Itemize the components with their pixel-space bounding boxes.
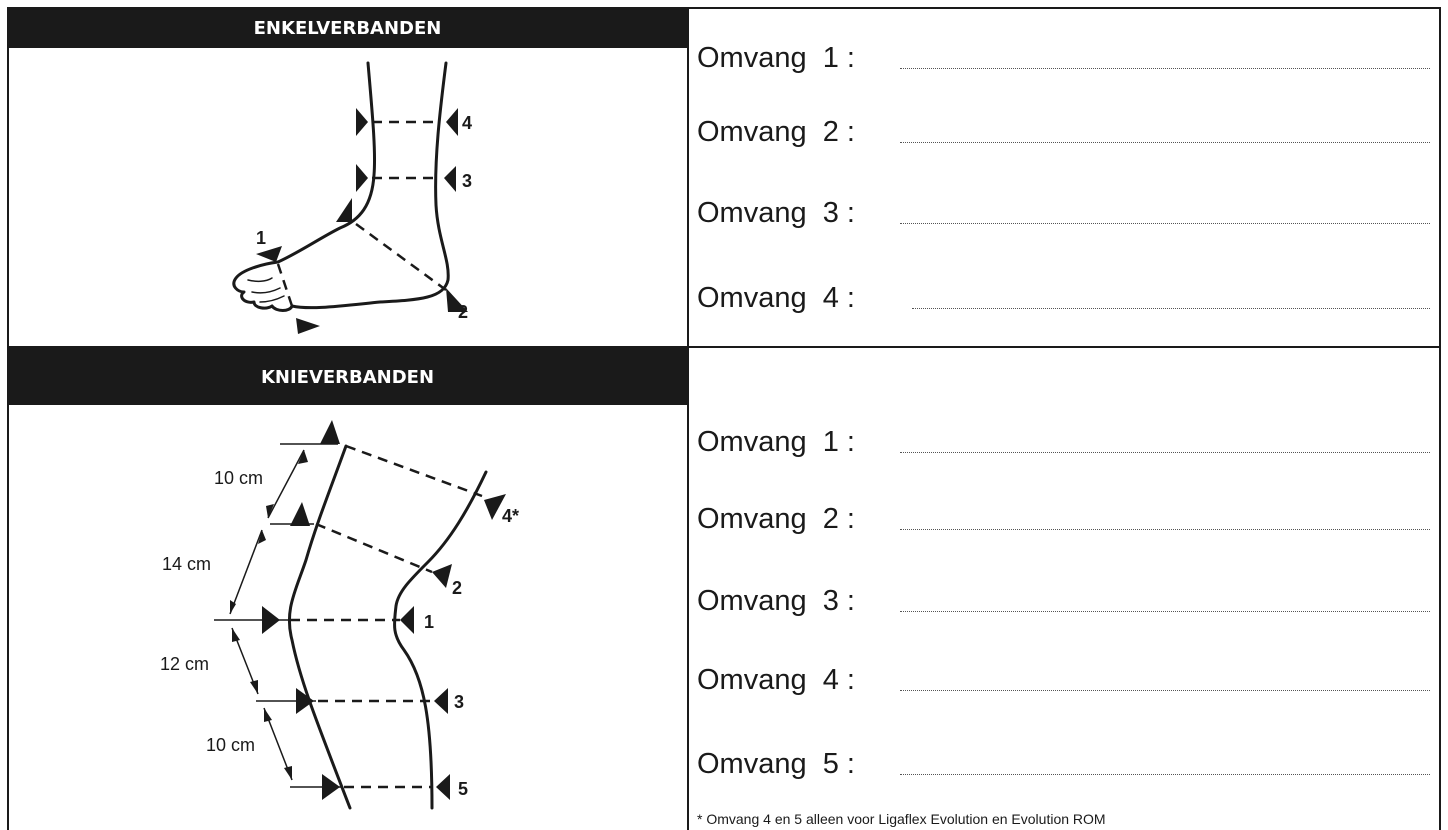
frame-left <box>7 7 9 830</box>
knee-distance-4: 10 cm <box>206 735 255 755</box>
knee-leg-back-outline <box>392 470 488 810</box>
knee-arrow-left-5 <box>322 774 340 800</box>
ankle-measurement-2-line[interactable] <box>900 141 1430 143</box>
knee-measurement-3-label: Omvang 3 : <box>697 585 855 617</box>
knee-marker-4: 4* <box>502 506 519 526</box>
knee-arrow-top-2 <box>290 502 310 526</box>
ankle-marker-4: 4 <box>462 113 472 133</box>
knee-diagram: 10 cm 14 cm 12 cm 10 cm 4* 2 1 3 5 <box>160 420 519 810</box>
ankle-measurement-3-line[interactable] <box>900 222 1430 224</box>
knee-footnote: * Omvang 4 en 5 alleen voor Ligaflex Evo… <box>697 811 1106 827</box>
knee-measurement-3[interactable]: Omvang 3 : <box>697 580 1430 620</box>
ankle-measurement-1[interactable]: Omvang 1 : <box>697 37 1430 77</box>
ankle-arrow-2 <box>446 288 468 312</box>
knee-measurement-5-line[interactable] <box>900 773 1430 775</box>
ankle-leg-front-outline <box>276 61 377 264</box>
ankle-leg-back-outline <box>290 61 450 310</box>
ankle-measurement-4-label: Omvang 4 : <box>697 282 855 314</box>
ankle-toes-outline <box>232 260 294 312</box>
ankle-arrow-3-right <box>444 166 456 192</box>
ankle-arrow-4-left <box>356 108 368 136</box>
knee-arrow-2 <box>432 564 452 588</box>
ankle-marker-2: 2 <box>458 302 468 322</box>
knee-measurement-1-line[interactable] <box>900 451 1430 453</box>
ankle-arrow-3-left <box>356 164 368 192</box>
knee-section-header: KNIEVERBANDEN <box>8 347 687 405</box>
knee-distance-2: 14 cm <box>162 554 211 574</box>
ankle-arrow-sole <box>296 318 320 334</box>
frame-right <box>1439 7 1441 830</box>
knee-distance-3: 12 cm <box>160 654 209 674</box>
ankle-measurement-2-label: Omvang 2 : <box>697 116 855 148</box>
knee-measurement-2-line[interactable] <box>900 528 1430 530</box>
knee-arrow-left-1 <box>262 606 280 634</box>
knee-marker-5: 5 <box>458 779 468 799</box>
knee-arrow-left-3 <box>296 688 314 714</box>
knee-arrow-3 <box>434 688 448 714</box>
ankle-diagram: 1 2 3 4 <box>232 61 472 334</box>
knee-arrow-5 <box>436 774 450 800</box>
knee-distance-1: 10 cm <box>214 468 263 488</box>
ankle-measurement-3-label: Omvang 3 : <box>697 197 855 229</box>
ankle-measurement-1-line[interactable] <box>900 67 1430 69</box>
ankle-measurement-3[interactable]: Omvang 3 : <box>697 192 1430 232</box>
knee-measurement-2-label: Omvang 2 : <box>697 503 855 535</box>
knee-measurement-5-label: Omvang 5 : <box>697 748 855 780</box>
ankle-arrow-4-right <box>446 108 458 136</box>
knee-measurement-4-line[interactable] <box>900 689 1430 691</box>
ankle-measurement-2[interactable]: Omvang 2 : <box>697 111 1430 151</box>
knee-measurement-4[interactable]: Omvang 4 : <box>697 659 1430 699</box>
ankle-marker-1: 1 <box>256 228 266 248</box>
knee-arrow-4 <box>484 494 506 520</box>
knee-marker-1: 1 <box>424 612 434 632</box>
ankle-measurement-4-line[interactable] <box>912 307 1430 309</box>
ankle-arrow-instep <box>336 198 352 222</box>
knee-measurement-1[interactable]: Omvang 1 : <box>697 421 1430 461</box>
knee-marker-2: 2 <box>452 578 462 598</box>
knee-measurement-4-label: Omvang 4 : <box>697 664 855 696</box>
ankle-measurement-4[interactable]: Omvang 4 : <box>697 277 1430 317</box>
frame-middle <box>687 7 689 830</box>
knee-measurement-5[interactable]: Omvang 5 : <box>697 743 1430 783</box>
ankle-arrow-1 <box>256 246 282 262</box>
knee-arrow-1 <box>400 606 414 634</box>
knee-measurement-3-line[interactable] <box>900 610 1430 612</box>
knee-arrow-top-1 <box>320 420 340 444</box>
ankle-marker-3: 3 <box>462 171 472 191</box>
knee-marker-3: 3 <box>454 692 464 712</box>
knee-measurement-1-label: Omvang 1 : <box>697 426 855 458</box>
frame-top <box>7 7 1441 9</box>
ankle-measurement-1-label: Omvang 1 : <box>697 42 855 74</box>
ankle-section-header: ENKELVERBANDEN <box>8 8 687 48</box>
knee-leg-front-outline <box>287 444 352 810</box>
frame-divider <box>7 346 1441 348</box>
knee-measurement-2[interactable]: Omvang 2 : <box>697 498 1430 538</box>
